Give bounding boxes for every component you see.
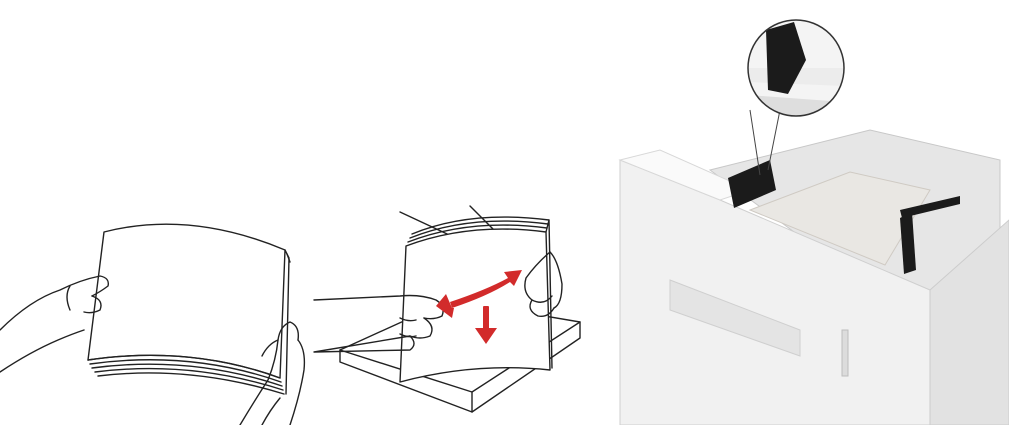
hands-aligning-paper-on-surface-icon — [300, 0, 600, 425]
fan-paper-illustration — [0, 0, 320, 425]
paper-tray-with-guides-icon — [600, 0, 1009, 425]
tap-paper-illustration — [300, 0, 600, 425]
hands-flexing-paper-stack-icon — [0, 0, 320, 425]
load-tray-illustration — [600, 0, 1009, 425]
